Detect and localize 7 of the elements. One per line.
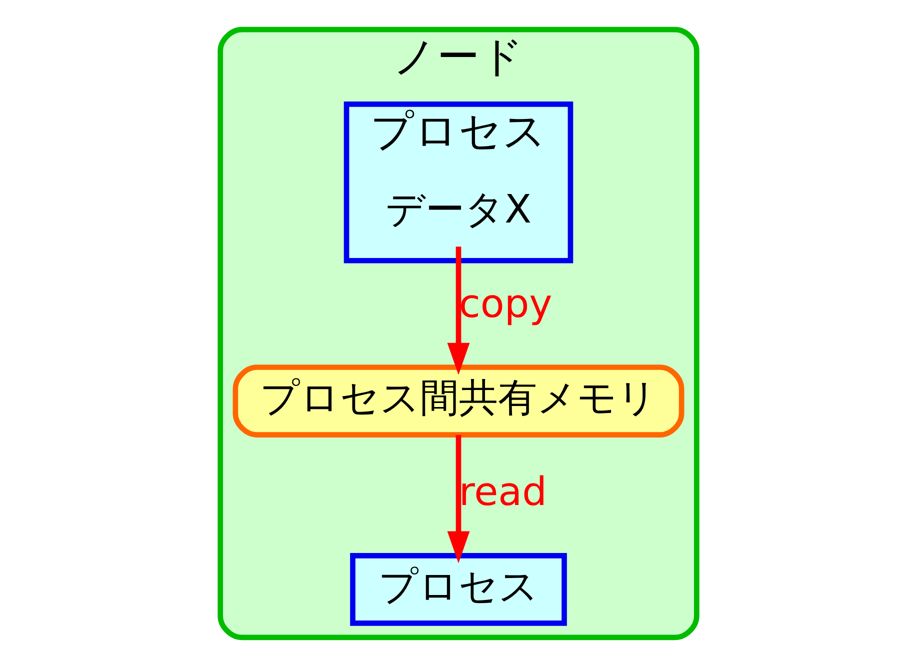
edge-label: copy (458, 282, 552, 327)
edge-label: read (458, 470, 547, 516)
node-text: データX (386, 188, 532, 233)
arrow (447, 246, 470, 375)
node-box: プロセス間共有メモリ (232, 364, 684, 438)
arrow (447, 435, 470, 564)
node-box: プロセス (350, 553, 567, 626)
